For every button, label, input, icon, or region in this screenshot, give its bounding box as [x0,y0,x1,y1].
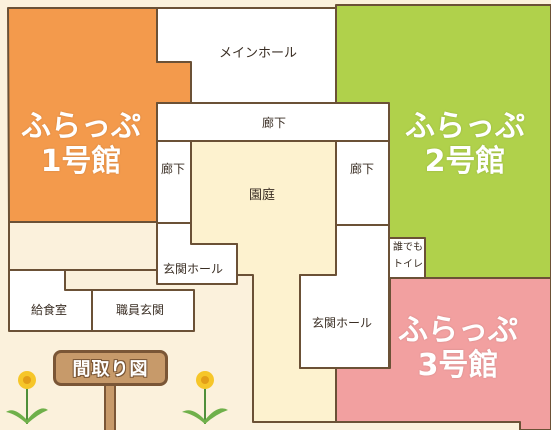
signpost [104,386,116,430]
kitchen-label: 給食室 [31,303,68,317]
corridor-right-label: 廊下 [350,162,375,176]
building-1-label: ふらっぷ 1号館 [16,109,146,179]
toilet-room[interactable] [388,237,426,279]
building-3-label: ふらっぷ 3号館 [388,313,528,383]
flower-icon [182,371,228,424]
entrance-hall-right-room[interactable] [299,224,390,369]
building-2-label: ふらっぷ 2号館 [395,109,535,179]
entrance-hall-right-label: 玄関ホール [312,316,373,330]
main-hall-label: メインホール [219,46,298,61]
corridor-right-room[interactable] [335,140,390,226]
corridor-left-label: 廊下 [161,162,186,176]
building-1-number: 1号館 [40,143,122,179]
building-2-number: 2号館 [424,143,506,179]
corridor-left-room[interactable] [156,140,192,224]
corridor-top-room[interactable] [156,102,390,142]
toilet-label-line2: トイレ [393,259,423,270]
entrance-hall-left-label: 玄関ホール [163,262,224,276]
floor-plan-sign: 間取り図 [53,350,168,386]
courtyard-label: 園庭 [249,188,276,203]
kitchen-room[interactable] [8,269,93,332]
flower-icon [6,371,48,424]
building-3-name: ふらっぷ [398,313,518,348]
floor-plan-sign-text: 間取り図 [72,359,149,380]
staff-entrance-label: 職員玄関 [116,303,165,317]
toilet-label-line1: 誰でも [393,242,423,253]
corridor-top-label: 廊下 [262,116,287,130]
building-2-name: ふらっぷ [405,109,525,144]
building-3-number: 3号館 [417,347,499,383]
entrance-hall-left-room[interactable] [156,222,238,285]
staff-entrance-room[interactable] [91,289,195,332]
building-1-name: ふらっぷ [21,109,141,144]
